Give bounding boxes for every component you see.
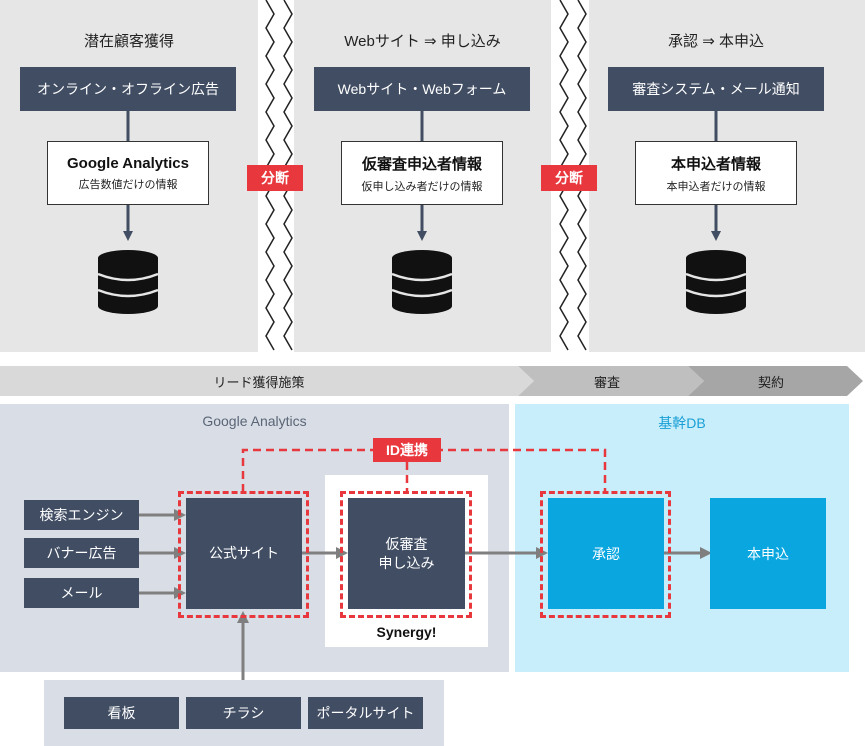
provisional-box: 仮審査 申し込み bbox=[348, 498, 465, 609]
info-box: 仮審査申込者情報 仮申し込み者だけの情報 bbox=[341, 141, 503, 205]
source-banner-ad: バナー広告 bbox=[24, 538, 139, 568]
phase-contract: 契約 bbox=[757, 374, 784, 390]
info-box: 本申込者情報 本申込者だけの情報 bbox=[635, 141, 797, 205]
id-link-tag: ID連携 bbox=[373, 438, 441, 462]
core-db-title: 基幹DB bbox=[658, 415, 706, 431]
official-site-box: 公式サイト bbox=[186, 498, 302, 609]
phase-bar bbox=[0, 366, 863, 396]
source-search-engine: 検索エンジン bbox=[24, 500, 139, 530]
source-email: メール bbox=[24, 578, 139, 608]
database-icon bbox=[97, 250, 159, 314]
panel-title: Webサイト ⇒ 申し込み bbox=[344, 33, 501, 50]
source-box: Webサイト・Webフォーム bbox=[314, 67, 530, 111]
database-icon bbox=[391, 250, 453, 314]
phase-lead: リード獲得施策 bbox=[213, 374, 305, 390]
approval-box: 承認 bbox=[548, 498, 664, 609]
provisional-frame bbox=[340, 491, 472, 618]
synergy-label: Synergy! bbox=[376, 624, 437, 640]
offline-portal-site: ポータルサイト bbox=[308, 697, 423, 729]
info-box-sub: 仮申し込み者だけの情報 bbox=[361, 180, 483, 193]
database-icon bbox=[685, 250, 747, 314]
info-box-title: 本申込者情報 bbox=[670, 155, 761, 173]
split-tag: 分断 bbox=[541, 165, 597, 191]
source-box: オンライン・オフライン広告 bbox=[20, 67, 236, 111]
source-box: 審査システム・メール通知 bbox=[608, 67, 824, 111]
info-box-title: 仮審査申込者情報 bbox=[361, 155, 482, 173]
official-site-frame bbox=[178, 491, 309, 618]
info-box-title: Google Analytics bbox=[67, 154, 189, 172]
final-application-box: 本申込 bbox=[710, 498, 826, 609]
phase-review: 審査 bbox=[593, 374, 620, 390]
info-box-sub: 本申込者だけの情報 bbox=[666, 180, 766, 193]
approval-frame bbox=[540, 491, 671, 618]
top-connectors bbox=[123, 111, 721, 241]
offline-billboard: 看板 bbox=[64, 697, 179, 729]
panel-title: 潜在顧客獲得 bbox=[83, 33, 174, 50]
panel-title: 承認 ⇒ 本申込 bbox=[668, 33, 764, 50]
info-box: Google Analytics 広告数値だけの情報 bbox=[47, 141, 209, 205]
info-box-sub: 広告数値だけの情報 bbox=[78, 178, 178, 191]
split-tag: 分断 bbox=[247, 165, 303, 191]
ga-area-title: Google Analytics bbox=[202, 413, 307, 429]
offline-flyer: チラシ bbox=[186, 697, 301, 729]
